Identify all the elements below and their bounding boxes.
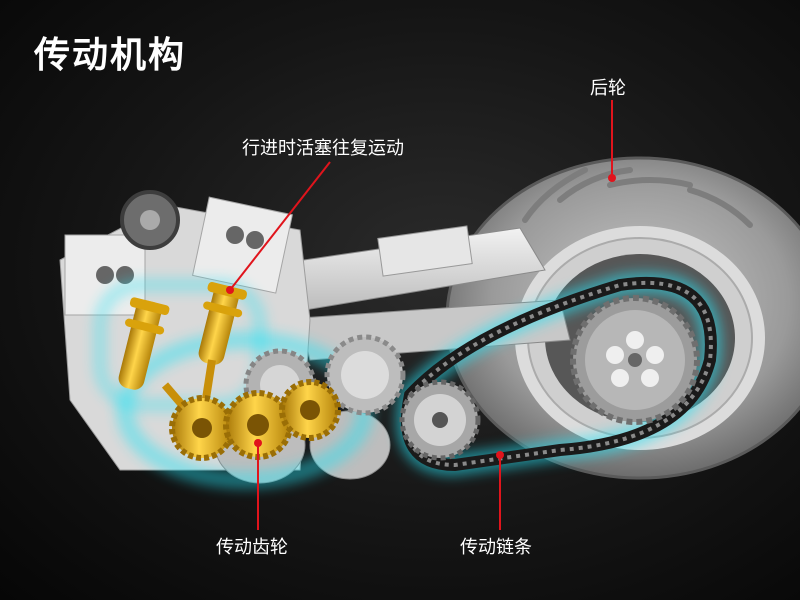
- drive-chain: [401, 276, 717, 472]
- leader-lines: [226, 100, 616, 530]
- front-sprocket: [399, 379, 481, 461]
- callout-rear-wheel: 后轮: [590, 78, 626, 99]
- callout-piston: 行进时活塞往复运动: [242, 138, 404, 159]
- gold-gears: [169, 379, 341, 461]
- callout-gears: 传动齿轮: [216, 537, 288, 558]
- leader-line-piston: [229, 161, 331, 291]
- callout-chain: 传动链条: [460, 537, 532, 558]
- rear-sprocket: [570, 295, 700, 425]
- page-title: 传动机构: [34, 35, 187, 76]
